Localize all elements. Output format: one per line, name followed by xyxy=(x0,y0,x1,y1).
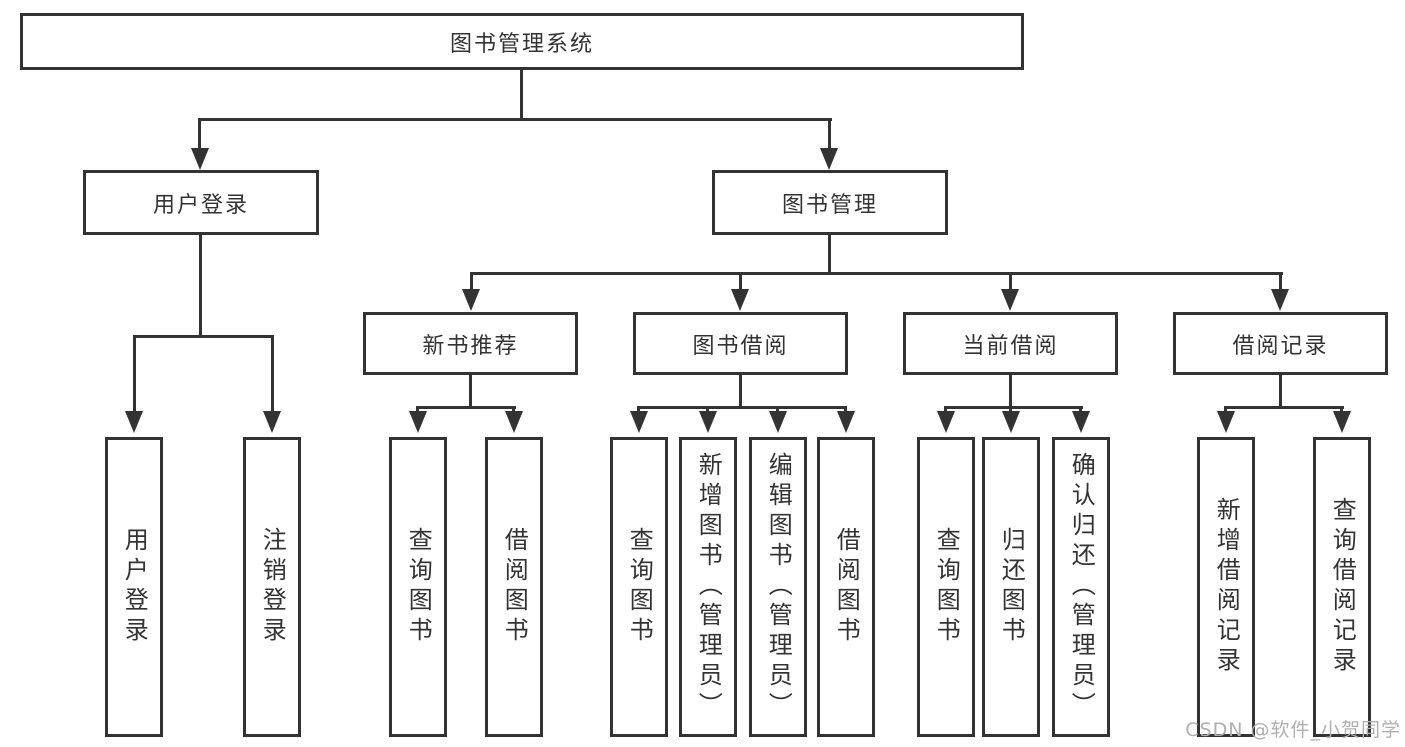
connector-line xyxy=(944,406,1083,409)
connector-line xyxy=(198,118,832,121)
arrowhead-down-icon xyxy=(699,411,717,433)
connector-line xyxy=(1224,406,1344,409)
node-borrow-records: 借阅记录 xyxy=(1173,312,1388,375)
leaf-query-books-borrow: 查询图书 xyxy=(610,437,668,737)
leaf-query-borrow-record: 查询借阅记录 xyxy=(1313,437,1371,737)
node-new-book-recommend: 新书推荐 xyxy=(363,312,578,375)
connector-line xyxy=(844,406,847,414)
arrowhead-down-icon xyxy=(1217,411,1235,433)
connector-line xyxy=(470,272,1283,275)
leaf-add-books-admin: 新增图书（管理员） xyxy=(679,437,737,737)
arrowhead-down-icon xyxy=(837,411,855,433)
connector-line xyxy=(470,272,473,291)
arrowhead-down-icon xyxy=(769,411,787,433)
connector-line xyxy=(1340,406,1343,414)
arrowhead-down-icon xyxy=(263,411,281,433)
leaf-return-books: 归还图书 xyxy=(982,437,1040,737)
leaf-add-borrow-record: 新增借阅记录 xyxy=(1197,437,1255,737)
connector-line xyxy=(637,406,847,409)
arrowhead-down-icon xyxy=(1333,411,1351,433)
connector-line xyxy=(416,406,516,409)
csdn-watermark: CSDN @软件_小贺同学 xyxy=(1185,719,1401,741)
leaf-confirm-return-admin: 确认归还（管理员） xyxy=(1052,437,1110,737)
connector-line xyxy=(828,118,831,150)
arrowhead-down-icon xyxy=(462,289,480,311)
arrowhead-down-icon xyxy=(820,148,838,170)
leaf-borrow-books: 借阅图书 xyxy=(817,437,875,737)
leaf-edit-books-admin: 编辑图书（管理员） xyxy=(749,437,807,737)
connector-line xyxy=(706,406,709,414)
node-root-system: 图书管理系统 xyxy=(20,13,1024,70)
node-user-login: 用户登录 xyxy=(83,170,319,235)
connector-line xyxy=(133,335,274,338)
connector-line xyxy=(133,335,136,413)
connector-line xyxy=(1009,406,1012,414)
arrowhead-down-icon xyxy=(409,411,427,433)
arrowhead-down-icon xyxy=(125,411,143,433)
arrowhead-down-icon xyxy=(1072,411,1090,433)
node-book-management: 图书管理 xyxy=(712,170,948,235)
arrowhead-down-icon xyxy=(505,411,523,433)
connector-line xyxy=(1009,375,1012,408)
arrowhead-down-icon xyxy=(1271,289,1289,311)
leaf-borrow-books-recommend: 借阅图书 xyxy=(485,437,543,737)
node-current-borrow: 当前借阅 xyxy=(903,312,1118,375)
connector-line xyxy=(776,406,779,414)
arrowhead-down-icon xyxy=(191,148,209,170)
connector-line xyxy=(1224,406,1227,414)
connector-line xyxy=(1079,406,1082,414)
arrowhead-down-icon xyxy=(630,411,648,433)
leaf-logout: 注销登录 xyxy=(243,437,301,737)
leaf-user-login: 用户登录 xyxy=(105,437,163,737)
connector-line xyxy=(739,375,742,408)
connector-line xyxy=(469,375,472,408)
arrowhead-down-icon xyxy=(1002,411,1020,433)
connector-line xyxy=(739,272,742,291)
connector-line xyxy=(1279,375,1282,408)
connector-line xyxy=(416,406,419,414)
leaf-query-books-current: 查询图书 xyxy=(917,437,975,737)
connector-line xyxy=(1279,272,1282,291)
connector-line xyxy=(520,69,523,120)
connector-line xyxy=(828,235,831,275)
arrowhead-down-icon xyxy=(731,289,749,311)
connector-line xyxy=(271,335,274,413)
connector-line xyxy=(199,235,202,337)
connector-line xyxy=(1009,272,1012,291)
connector-line xyxy=(944,406,947,414)
connector-line xyxy=(198,118,201,150)
connector-line xyxy=(512,406,515,414)
arrowhead-down-icon xyxy=(937,411,955,433)
leaf-query-books-recommend: 查询图书 xyxy=(389,437,447,737)
connector-line xyxy=(637,406,640,414)
arrowhead-down-icon xyxy=(1001,289,1019,311)
node-book-borrow: 图书借阅 xyxy=(633,312,848,375)
